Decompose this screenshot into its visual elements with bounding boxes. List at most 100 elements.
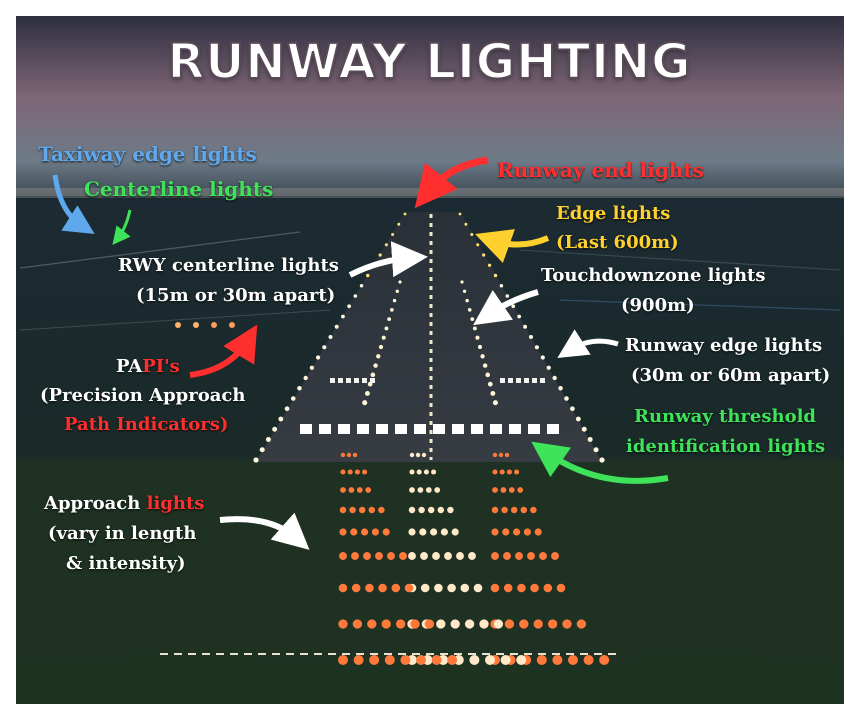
- approach-light-white: [464, 619, 475, 629]
- rwy-marking: [346, 378, 351, 383]
- approach-light-red: [387, 552, 395, 560]
- edge-light: [259, 447, 265, 453]
- approach-light-red: [391, 583, 401, 593]
- edge-light: [529, 335, 533, 339]
- threshold-bar: [319, 424, 331, 434]
- label-rwy-centerline-sub: (15m or 30m apart): [136, 285, 336, 306]
- threshold-bar: [528, 424, 540, 434]
- approach-light-white: [434, 583, 443, 593]
- approach-light-red: [501, 506, 508, 514]
- tdz-light: [477, 344, 483, 350]
- approach-light-red: [491, 506, 499, 514]
- page-title: RUNWAY LIGHTING: [166, 33, 692, 91]
- approach-light-red: [416, 655, 426, 665]
- edge-light: [309, 365, 315, 370]
- approach-light-red: [490, 583, 500, 593]
- label-approach-line3: & intensity): [66, 553, 186, 574]
- approach-light-red: [510, 506, 518, 514]
- approach-light-white: [447, 506, 454, 514]
- arrow-edge-lights: [475, 229, 550, 264]
- approach-light-red: [533, 619, 543, 629]
- edge-light: [366, 273, 370, 278]
- approach-light-red: [530, 506, 537, 514]
- label-approach-b: lights: [146, 493, 205, 514]
- label-threshold-line1: Runway threshold: [634, 406, 817, 427]
- approach-light-red: [568, 655, 578, 665]
- rwy-marking: [508, 378, 513, 383]
- approach-light-red: [365, 487, 372, 493]
- approach-light-white: [451, 528, 459, 536]
- approach-light-red: [515, 552, 523, 560]
- approach-light-red: [382, 528, 390, 536]
- approach-light-white: [427, 506, 435, 514]
- tdz-light: [462, 289, 467, 293]
- approach-light-red: [395, 619, 406, 629]
- approach-light-red: [499, 469, 505, 475]
- approach-light-white: [469, 655, 480, 665]
- approach-light-red: [424, 619, 435, 629]
- approach-light-red: [517, 487, 524, 493]
- arrow-rwy-centerline: [348, 241, 428, 278]
- approach-light-white: [425, 487, 432, 493]
- edge-light: [384, 243, 388, 247]
- tdz-light: [460, 280, 464, 284]
- tdz-light: [482, 363, 488, 368]
- approach-light-red: [339, 552, 347, 560]
- label-edge-lights: Edge lights: [556, 203, 671, 224]
- rwy-marking: [362, 378, 367, 383]
- rwy-marking: [370, 378, 375, 383]
- approach-light-red: [363, 552, 371, 560]
- approach-light-red: [547, 619, 558, 629]
- approach-light-red: [340, 469, 346, 475]
- approach-light-red: [504, 619, 515, 629]
- approach-light-red: [503, 583, 513, 593]
- edge-light: [278, 416, 284, 422]
- label-runway-end-lights: Runway end lights: [497, 158, 704, 182]
- label-centerline-lights: Centerline lights: [84, 177, 274, 201]
- label-runway-edge-sub: (30m or 60m apart): [631, 365, 831, 386]
- edge-light: [378, 253, 382, 257]
- approach-light-red: [338, 583, 348, 593]
- threshold-bar: [490, 424, 502, 434]
- tdz-light: [475, 335, 480, 340]
- edge-light: [397, 222, 401, 226]
- approach-light-white: [447, 583, 456, 593]
- approach-light-red: [517, 583, 526, 593]
- approach-light-red: [410, 619, 420, 629]
- label-touchdownzone-sub: (900m): [621, 295, 695, 316]
- edge-light: [511, 304, 516, 309]
- edge-light: [523, 324, 528, 329]
- edge-light: [347, 304, 351, 309]
- approach-light-red: [381, 619, 391, 629]
- edge-light: [391, 233, 395, 236]
- edge-light: [575, 416, 581, 422]
- rwy-marking: [500, 378, 505, 383]
- rwy-marking: [516, 378, 521, 383]
- approach-light-white: [408, 552, 416, 560]
- tdz-light: [485, 372, 491, 378]
- approach-light-red: [378, 506, 385, 514]
- rwy-marking: [338, 378, 343, 383]
- edge-light: [328, 335, 333, 339]
- approach-light-white: [408, 506, 416, 514]
- approach-light-red: [348, 487, 355, 493]
- edge-light: [253, 457, 259, 463]
- edge-light: [353, 294, 358, 298]
- label-rwy-centerline-lights: RWY centerline lights: [118, 255, 339, 276]
- edge-light: [558, 386, 563, 391]
- tdz-light: [465, 298, 469, 303]
- approach-light-red: [378, 583, 387, 593]
- approach-light-red: [551, 552, 559, 560]
- approach-light-red: [492, 469, 498, 475]
- rwy-marking: [354, 378, 359, 383]
- approach-light-red: [352, 619, 363, 629]
- approach-light-red: [534, 528, 542, 536]
- touchdown-zone-lights: [362, 280, 498, 406]
- approach-light-white: [473, 583, 483, 593]
- approach-light-red: [583, 655, 594, 665]
- approach-light-red: [491, 528, 499, 536]
- approach-light-red: [361, 528, 369, 536]
- edge-light: [322, 345, 327, 350]
- edge-light: [464, 222, 468, 226]
